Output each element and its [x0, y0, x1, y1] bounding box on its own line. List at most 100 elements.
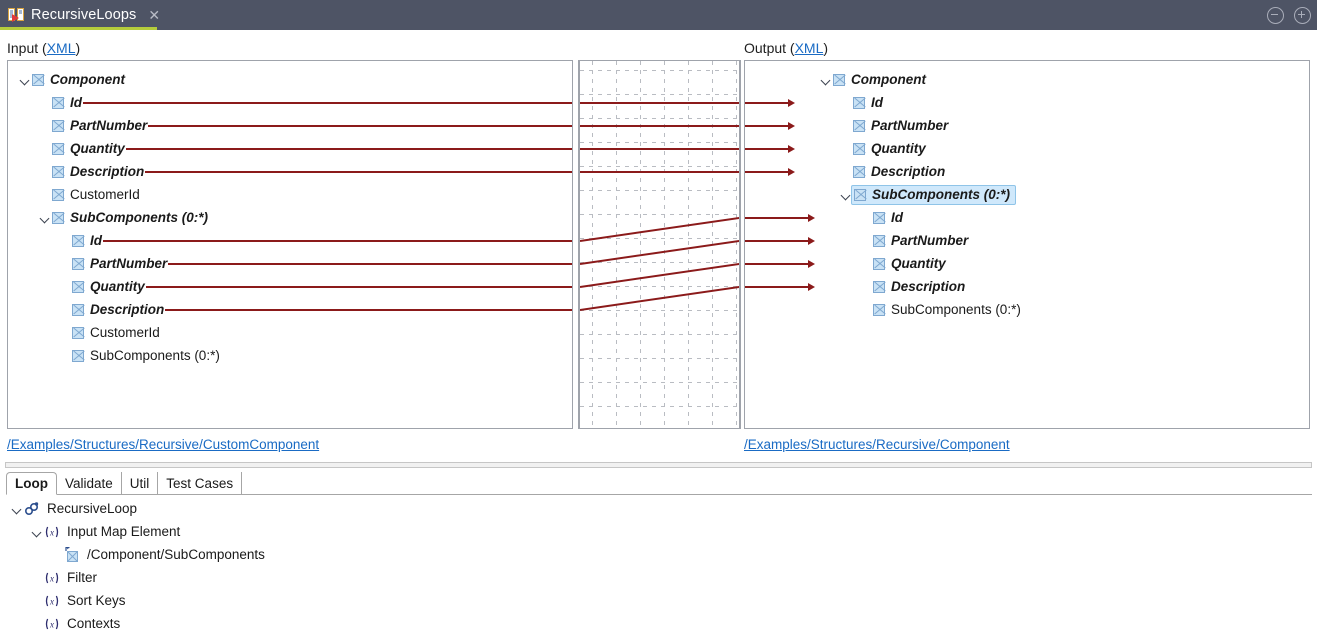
output-type-link[interactable]: XML	[794, 40, 824, 56]
input-type-link[interactable]: XML	[46, 40, 76, 56]
mapping-line	[125, 148, 572, 150]
input-structure-path-link[interactable]: /Examples/Structures/Recursive/CustomCom…	[7, 437, 320, 452]
mapping-connector	[580, 286, 739, 311]
xml-node-icon	[52, 119, 64, 132]
output-tree-row-label: Id	[871, 95, 883, 110]
input-tree-row[interactable]: Id	[8, 91, 572, 114]
editor-tab-recursiveloops[interactable]: RecursiveLoops ✕	[0, 0, 160, 30]
input-tree-row[interactable]: CustomerId	[8, 183, 572, 206]
tree-spacer	[859, 229, 873, 252]
output-node-wrapper: Id	[873, 210, 903, 225]
tab-validate[interactable]: Validate	[57, 472, 122, 495]
input-tree-row[interactable]: PartNumber	[8, 252, 572, 275]
chevron-down-icon[interactable]	[819, 68, 833, 91]
input-tree-row[interactable]: Description	[8, 298, 572, 321]
chevron-down-icon[interactable]	[839, 183, 853, 206]
input-tree-row[interactable]: SubComponents (0:*)	[8, 344, 572, 367]
map-transform-icon	[8, 7, 24, 23]
mapping-line	[145, 171, 572, 173]
tab-test-cases[interactable]: Test Cases	[158, 472, 243, 495]
minimize-circle-icon[interactable]	[1267, 6, 1284, 24]
output-structure-path-link[interactable]: /Examples/Structures/Recursive/Component	[744, 437, 1010, 452]
output-tree-row[interactable]: Component	[745, 68, 1309, 91]
input-tree-row[interactable]: SubComponents (0:*)	[8, 206, 572, 229]
chevron-down-icon[interactable]	[38, 206, 52, 229]
maximize-circle-icon[interactable]	[1294, 6, 1311, 24]
function-x-icon: x	[44, 616, 60, 632]
output-node-wrapper: Quantity	[853, 141, 926, 156]
xml-node-icon	[873, 211, 885, 224]
grid-row-line	[580, 406, 739, 407]
grid-row-line	[580, 262, 739, 263]
xml-node-icon	[873, 257, 885, 270]
output-tree-row[interactable]: Id	[745, 206, 1309, 229]
output-node-wrapper: PartNumber	[873, 233, 968, 248]
output-tree-row[interactable]: Quantity	[745, 137, 1309, 160]
chevron-down-icon[interactable]	[30, 520, 44, 543]
input-tree-row[interactable]: Id	[8, 229, 572, 252]
output-tree-row[interactable]: Description	[745, 275, 1309, 298]
mapping-arrow-head	[808, 236, 815, 245]
tree-spacer	[38, 114, 52, 137]
tab-loop[interactable]: Loop	[6, 472, 57, 495]
grid-row-line	[580, 358, 739, 359]
mapping-connector	[580, 102, 739, 104]
close-icon[interactable]: ✕	[148, 7, 161, 23]
output-tree-row-label: PartNumber	[871, 118, 949, 133]
mapping-arrow-shaft	[745, 125, 788, 127]
mapping-line	[83, 102, 572, 104]
title-bar: RecursiveLoops ✕	[0, 0, 1317, 30]
tree-spacer	[859, 275, 873, 298]
input-tree-row[interactable]: Quantity	[8, 275, 572, 298]
tree-spacer	[38, 137, 52, 160]
xml-node-icon	[52, 142, 64, 155]
mapping-arrow-shaft	[745, 148, 788, 150]
loop-tree-row-label: /Component/SubComponents	[87, 547, 265, 562]
input-tree-row[interactable]: Component	[8, 68, 572, 91]
output-tree-row[interactable]: Id	[745, 91, 1309, 114]
input-panel-header: Input (XML)	[7, 40, 80, 56]
svg-text:x: x	[49, 596, 54, 606]
input-tree-row[interactable]: PartNumber	[8, 114, 572, 137]
mapping-line	[148, 125, 572, 127]
xml-node-icon	[853, 96, 865, 109]
output-tree-row[interactable]: PartNumber	[745, 229, 1309, 252]
output-tree-row[interactable]: SubComponents (0:*)	[745, 183, 1309, 206]
xml-node-icon	[72, 303, 84, 316]
loop-tree-row[interactable]: RecursiveLoop	[0, 497, 137, 520]
tree-spacer	[58, 344, 72, 367]
chevron-down-icon[interactable]	[18, 68, 32, 91]
mapping-arrow-head	[788, 144, 795, 153]
mapping-arrow-head	[788, 167, 795, 176]
xml-node-icon	[873, 234, 885, 247]
selected-node-highlight: SubComponents (0:*)	[851, 184, 1016, 205]
tree-spacer	[859, 252, 873, 275]
input-tree-row[interactable]: Description	[8, 160, 572, 183]
mapping-grid-pane[interactable]	[578, 60, 741, 429]
input-tree-row-label: Id	[70, 95, 82, 110]
horizontal-splitter[interactable]	[5, 462, 1312, 468]
output-node-wrapper: Description	[853, 164, 945, 179]
grid-column-line	[640, 61, 641, 428]
output-tree-row-label: Component	[851, 72, 926, 87]
output-tree-row[interactable]: SubComponents (0:*)	[745, 298, 1309, 321]
xml-node-icon	[72, 234, 84, 247]
tree-spacer	[30, 612, 44, 635]
input-tree-row[interactable]: CustomerId	[8, 321, 572, 344]
tab-util[interactable]: Util	[122, 472, 159, 495]
input-tree-row-label: SubComponents (0:*)	[90, 348, 220, 363]
loop-tree-row[interactable]: /Component/SubComponents	[0, 543, 265, 566]
chevron-down-icon[interactable]	[10, 497, 24, 520]
output-tree-row[interactable]: Description	[745, 160, 1309, 183]
output-tree-row[interactable]: Quantity	[745, 252, 1309, 275]
input-tree-row[interactable]: Quantity	[8, 137, 572, 160]
output-tree-row[interactable]: PartNumber	[745, 114, 1309, 137]
tab-strip-divider	[6, 494, 1312, 495]
